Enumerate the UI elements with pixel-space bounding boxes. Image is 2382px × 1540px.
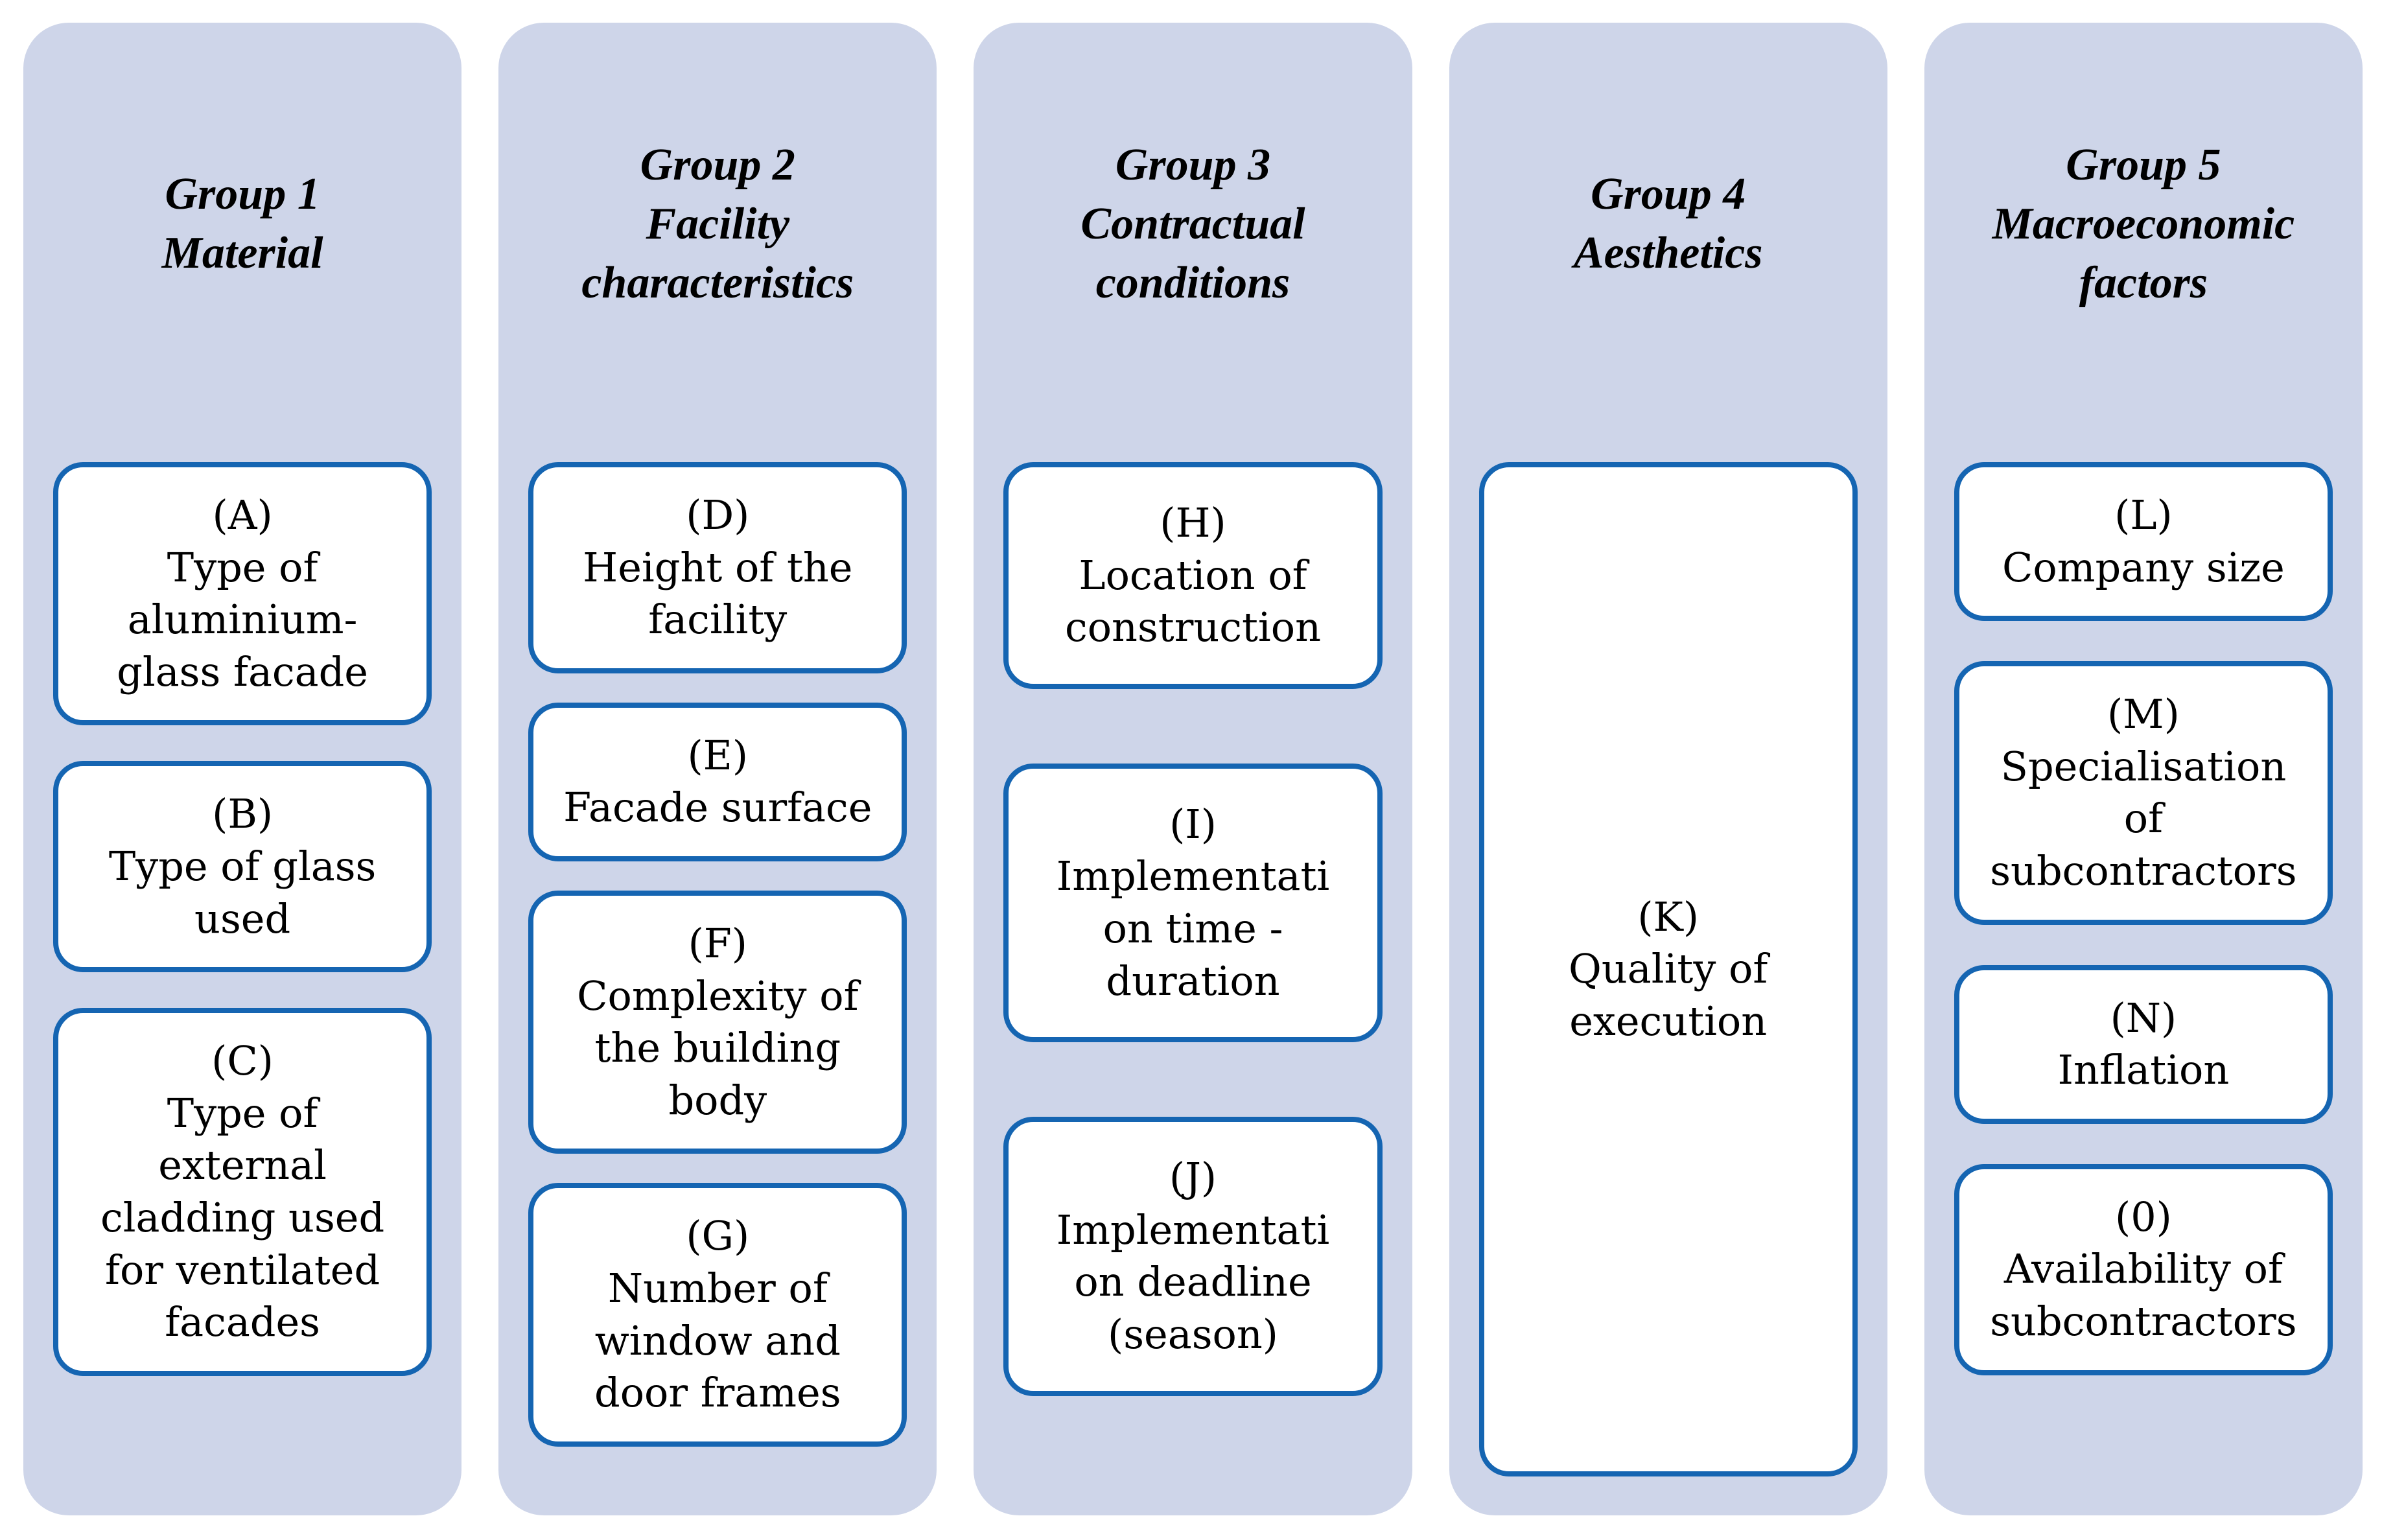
group-3-header-zone: Group 3 Contractual conditions [1003,23,1382,425]
factor-box-n-label: (N) Inflation [2057,994,2230,1094]
group-2-title: Group 2 Facility characteristics [581,139,854,308]
group-column-2: Group 2 Facility characteristics (D) Hei… [498,23,937,1515]
group-column-5: Group 5 Macroeconomic factors (L) Compan… [1924,23,2363,1515]
factor-box-d: (D) Height of the facility [528,462,907,673]
factor-box-f-label: (F) Complexity of the building body [577,919,859,1124]
group-column-1: Group 1 Material (A) Type of aluminium- … [23,23,462,1515]
factor-box-d-label: (D) Height of the facility [583,491,853,644]
group-column-3: Group 3 Contractual conditions (H) Locat… [974,23,1412,1515]
factor-box-o-label: (0) Availability of subcontractors [1990,1193,2297,1345]
factor-box-m: (M) Specialisation of subcontractors [1954,661,2333,925]
factor-box-j: (J) Implementati on deadline (season) [1003,1117,1383,1396]
factor-box-j-label: (J) Implementati on deadline (season) [1056,1154,1330,1358]
factor-box-l: (L) Company size [1954,462,2333,622]
group-1-title: Group 1 Material [161,169,323,278]
group-5-title: Group 5 Macroeconomic factors [1992,139,2295,308]
factor-box-o: (0) Availability of subcontractors [1954,1163,2333,1375]
factor-box-n: (N) Inflation [1954,964,2333,1124]
factor-box-k: (K) Quality of execution [1478,462,1858,1476]
group-2-header-zone: Group 2 Facility characteristics [528,23,907,425]
group-1-boxes: (A) Type of aluminium- glass facade (B) … [53,462,432,1515]
group-5-boxes: (L) Company size (M) Specialisation of s… [1954,462,2333,1515]
factor-box-i: (I) Implementati on time - duration [1003,763,1383,1043]
factor-box-i-label: (I) Implementati on time - duration [1056,800,1330,1005]
factor-box-l-label: (L) Company size [2002,491,2285,591]
factor-box-c-label: (C) Type of external cladding used for v… [100,1037,385,1346]
group-3-title: Group 3 Contractual conditions [1080,139,1305,308]
factor-box-c: (C) Type of external cladding used for v… [53,1008,432,1376]
group-4-boxes: (K) Quality of execution [1478,462,1858,1515]
factor-box-g: (G) Number of window and door frames [528,1183,907,1447]
group-3-boxes: (H) Location of construction (I) Impleme… [1003,462,1383,1515]
group-2-boxes: (D) Height of the facility (E) Facade su… [528,462,907,1515]
factor-box-f: (F) Complexity of the building body [528,890,907,1154]
factor-box-h: (H) Location of construction [1003,462,1383,689]
group-4-header-zone: Group 4 Aesthetics [1479,23,1858,425]
factor-box-a-label: (A) Type of aluminium- glass facade [117,491,368,695]
factor-box-b-label: (B) Type of glass used [108,790,377,942]
factor-box-e: (E) Facade surface [528,702,907,861]
factor-box-e-label: (E) Facade surface [563,731,872,832]
group-1-header-zone: Group 1 Material [53,23,432,425]
factor-box-g-label: (G) Number of window and door frames [594,1212,841,1417]
factor-box-h-label: (H) Location of construction [1065,499,1322,651]
group-column-4: Group 4 Aesthetics (K) Quality of execut… [1449,23,1887,1515]
factor-box-a: (A) Type of aluminium- glass facade [53,462,432,726]
factor-box-m-label: (M) Specialisation of subcontractors [1990,690,2297,894]
group-4-title: Group 4 Aesthetics [1573,169,1763,278]
group-5-header-zone: Group 5 Macroeconomic factors [1954,23,2333,425]
factor-box-b: (B) Type of glass used [53,761,432,973]
factor-box-k-label: (K) Quality of execution [1569,892,1768,1045]
